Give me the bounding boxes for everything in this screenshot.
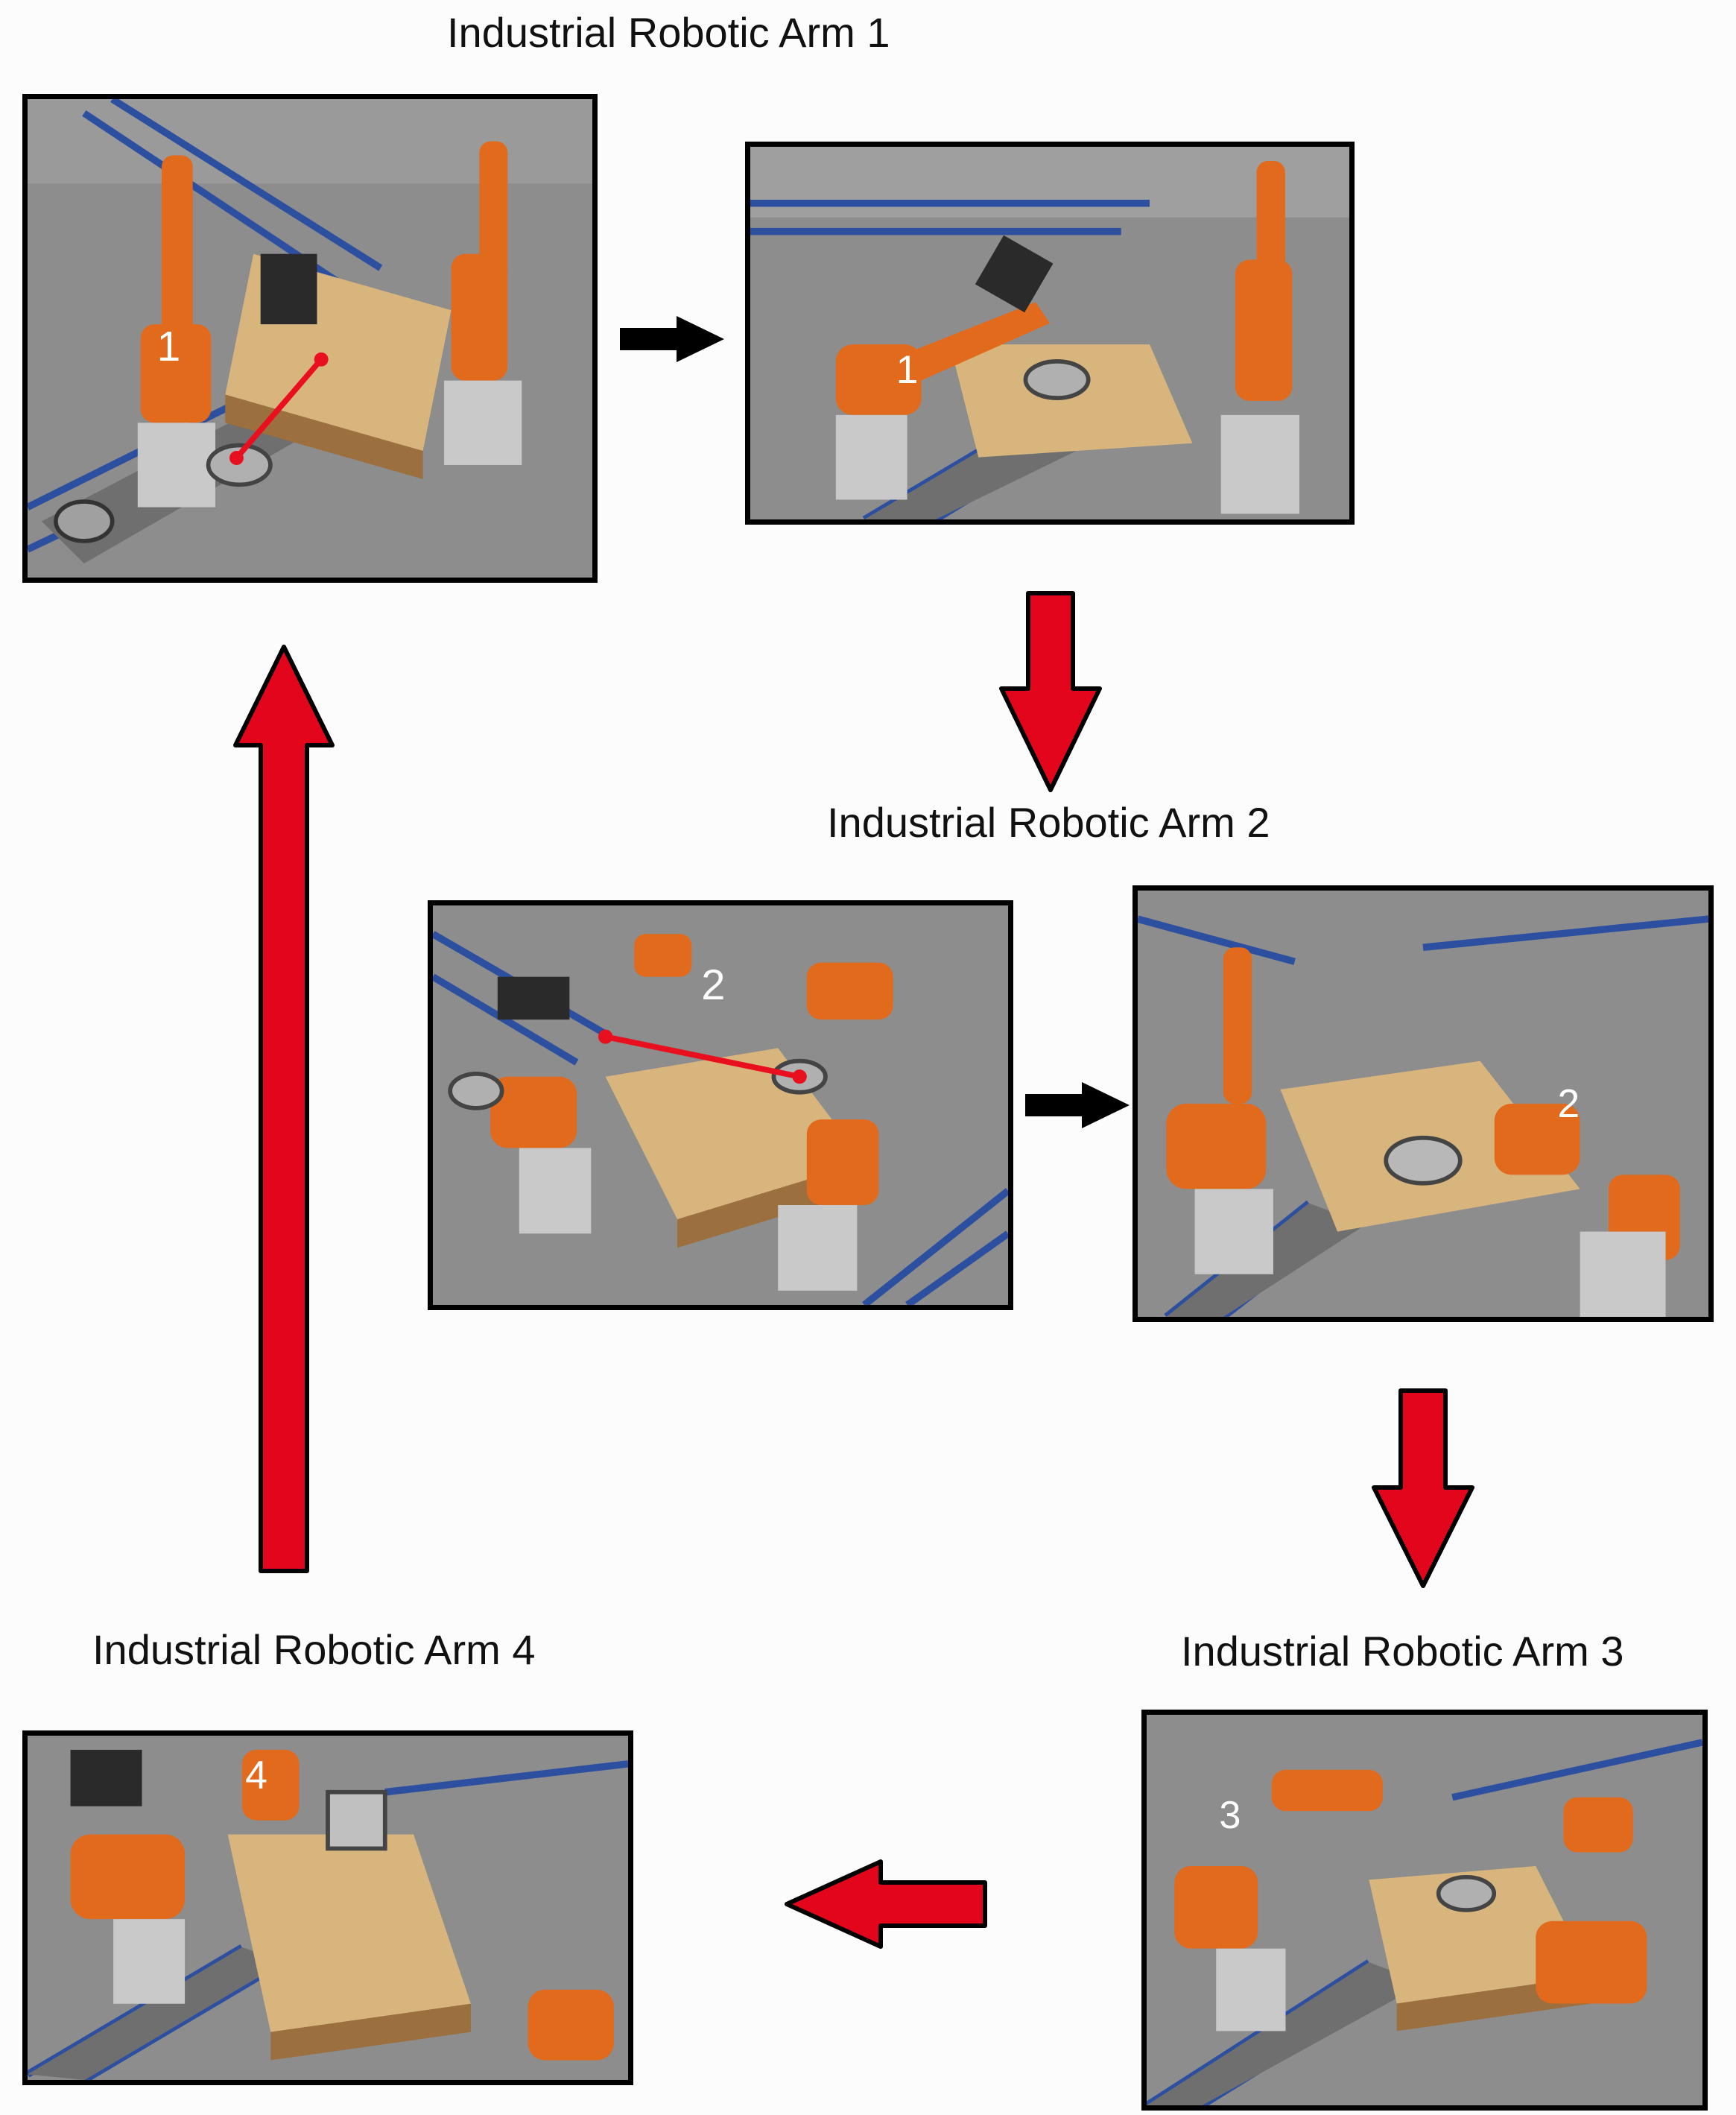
step-arrow-arm2 (1025, 1082, 1130, 1128)
arm1-place-photo: 1 (745, 142, 1355, 525)
stage-title-arm4: Industrial Robotic Arm 4 (92, 1626, 536, 1673)
flow-arrow-arm4-to-arm1 (232, 644, 335, 1574)
arm4-photo: 4 (22, 1730, 633, 2085)
arm2-pick-photo: 2 (428, 900, 1013, 1310)
arm1-marker-1: 1 (157, 323, 181, 370)
arm1-place-marker-1: 1 (896, 348, 919, 392)
stage-title-arm2: Industrial Robotic Arm 2 (827, 799, 1270, 846)
flow-arrow-arm3-to-arm4 (784, 1859, 988, 1950)
flow-arrow-arm1-to-arm2 (998, 591, 1103, 793)
arm3-marker-3: 3 (1219, 1794, 1241, 1837)
flow-arrow-arm2-to-arm3 (1371, 1388, 1475, 1589)
arm2-marker-2: 2 (701, 961, 725, 1009)
arm3-photo: 3 (1141, 1710, 1708, 2111)
arm4-marker-4: 4 (245, 1754, 267, 1798)
arm2-place-marker-2: 2 (1557, 1082, 1580, 1126)
stage-title-arm1: Industrial Robotic Arm 1 (447, 9, 890, 56)
arm1-pick-photo: 1 (22, 94, 598, 583)
stage-title-arm3: Industrial Robotic Arm 3 (1181, 1628, 1624, 1675)
step-arrow-arm1 (620, 316, 724, 362)
arm2-place-photo: 2 (1132, 885, 1714, 1322)
